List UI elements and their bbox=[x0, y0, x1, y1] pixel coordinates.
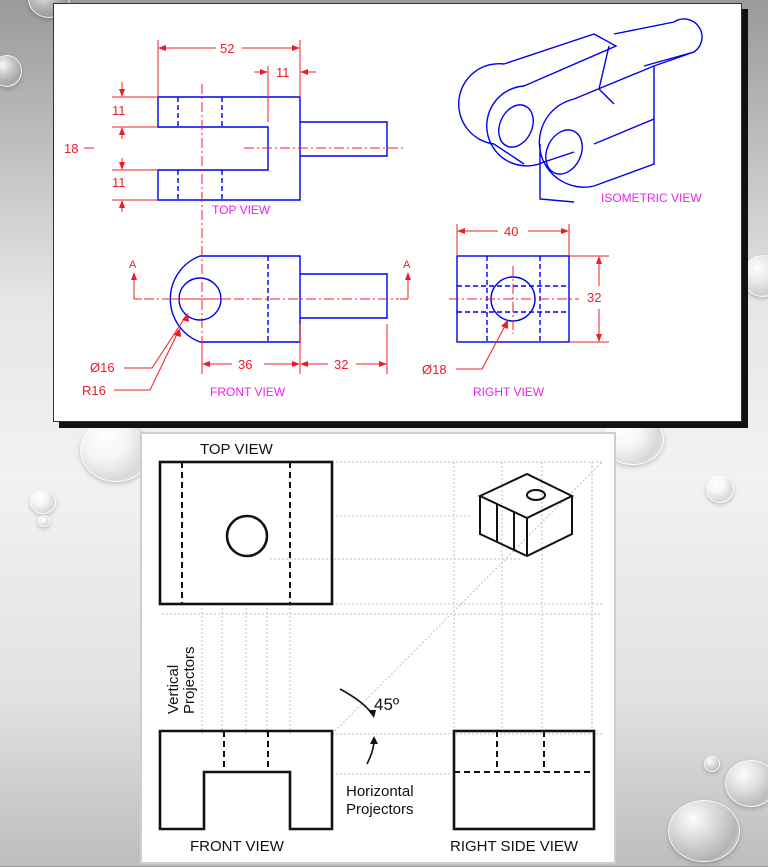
label-top-view-2: TOP VIEW bbox=[200, 441, 274, 458]
section-mark-left: A bbox=[129, 259, 137, 271]
dim-front-block: 36 bbox=[238, 357, 252, 372]
callout-right-hole: Ø18 bbox=[422, 362, 447, 377]
callout-radius: R16 bbox=[82, 383, 106, 398]
label-vertical-2: Projectors bbox=[181, 646, 198, 714]
dim-right-width: 40 bbox=[504, 224, 518, 239]
callout-hole-dia: Ø16 bbox=[90, 360, 115, 375]
label-horizontal-2: Projectors bbox=[346, 801, 414, 818]
projection-diagram: TOP VIEW FRONT VIEW RIGHT SIDE VIEW 45º … bbox=[158, 441, 603, 855]
label-right-view: RIGHT VIEW bbox=[473, 385, 545, 399]
label-right-side-view: RIGHT SIDE VIEW bbox=[450, 838, 579, 855]
water-drop bbox=[38, 515, 50, 527]
dim-overall-length: 52 bbox=[220, 41, 234, 56]
dim-slot-depth: 11 bbox=[276, 65, 290, 80]
label-front-view-2: FRONT VIEW bbox=[190, 838, 285, 855]
label-top-view: TOP VIEW bbox=[212, 203, 271, 217]
label-angle: 45º bbox=[374, 695, 399, 714]
clevis-drawing: 52 11 11 18 11 36 32 40 32 A A Ø16 R16 Ø… bbox=[64, 18, 703, 399]
water-drop bbox=[668, 800, 740, 862]
label-isometric-view: ISOMETRIC VIEW bbox=[601, 191, 702, 205]
dim-slot-width: 18 bbox=[64, 141, 78, 156]
right-side-view-rect bbox=[452, 729, 596, 831]
top-view-square bbox=[158, 460, 334, 606]
label-vertical-1: Vertical bbox=[165, 665, 182, 714]
water-drop bbox=[706, 475, 734, 503]
dim-right-height: 32 bbox=[587, 290, 601, 305]
projection-diagram-panel: TOP VIEW FRONT VIEW RIGHT SIDE VIEW 45º … bbox=[140, 432, 616, 864]
orthographic-drawing-panel: 52 11 11 18 11 36 32 40 32 A A Ø16 R16 Ø… bbox=[53, 3, 742, 422]
section-mark-right: A bbox=[403, 259, 411, 271]
label-front-view: FRONT VIEW bbox=[210, 385, 286, 399]
dim-front-shaft: 32 bbox=[334, 357, 348, 372]
water-drop bbox=[725, 760, 768, 807]
water-drop bbox=[30, 490, 56, 514]
water-drop bbox=[0, 55, 22, 87]
dim-upper-lug: 11 bbox=[112, 103, 126, 118]
front-view-outline bbox=[169, 255, 301, 343]
water-drop bbox=[704, 756, 720, 772]
dim-lower-lug: 11 bbox=[112, 175, 126, 190]
label-horizontal-1: Horizontal bbox=[346, 783, 414, 800]
front-view-shape bbox=[158, 729, 334, 831]
isometric-clevis bbox=[457, 18, 703, 203]
isometric-block bbox=[477, 472, 575, 558]
water-drop bbox=[742, 255, 768, 297]
